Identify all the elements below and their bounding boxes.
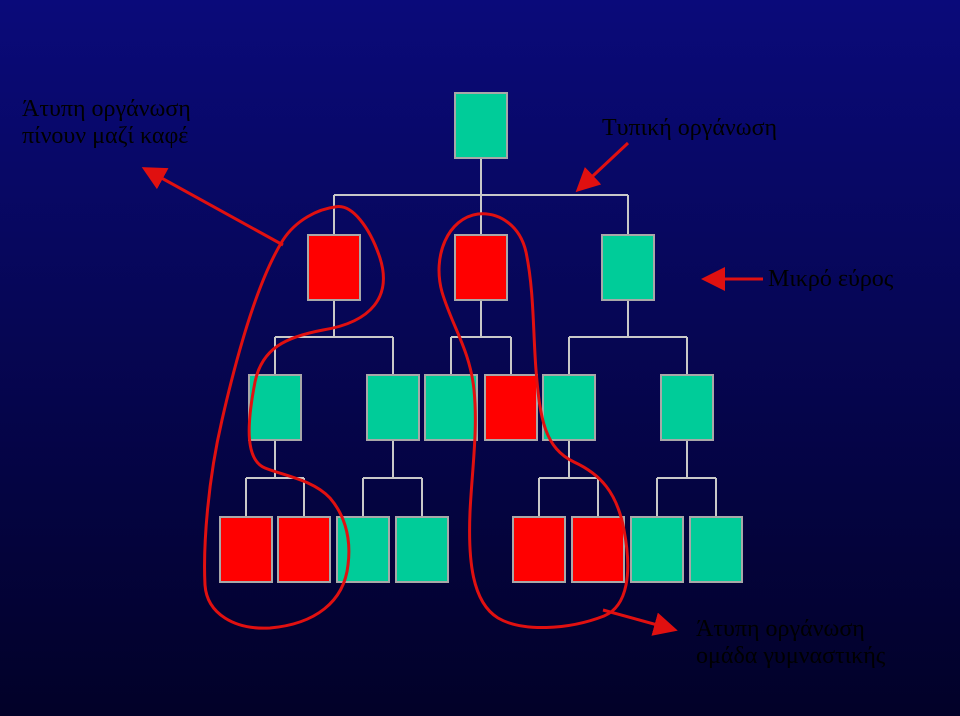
org-box-level4-1 — [219, 516, 273, 583]
org-boxes — [219, 92, 743, 583]
org-box-level4-4 — [395, 516, 449, 583]
arrow-formal — [575, 141, 630, 193]
informal-coffee-label-line1: Άτυπη οργάνωση — [22, 96, 191, 122]
org-box-level2-1 — [307, 234, 361, 301]
informal-gym-label: Άτυπη οργάνωση ομάδα γυμναστικής — [696, 616, 885, 670]
org-box-level1-1 — [454, 92, 508, 159]
org-box-level3-6 — [660, 374, 714, 441]
coffee-group-outline — [203, 205, 385, 630]
informal-groups — [203, 205, 630, 630]
org-box-level3-3 — [424, 374, 478, 441]
org-box-level3-1 — [248, 374, 302, 441]
org-box-level2-2 — [454, 234, 508, 301]
arrow-informal-coffee — [141, 167, 284, 247]
org-box-level3-5 — [542, 374, 596, 441]
annotation-arrows — [141, 141, 763, 636]
informal-gym-label-line1: Άτυπη οργάνωση — [696, 616, 865, 642]
org-box-level3-2 — [366, 374, 420, 441]
org-box-level4-8 — [689, 516, 743, 583]
org-box-level4-6 — [571, 516, 625, 583]
informal-gym-label-line2: ομάδα γυμναστικής — [696, 643, 886, 669]
informal-coffee-label: Άτυπη οργάνωση πίνουν μαζί καφέ — [22, 96, 191, 150]
org-box-level4-7 — [630, 516, 684, 583]
span-of-control-label: Μικρό εύρος — [768, 266, 894, 292]
org-box-level4-5 — [512, 516, 566, 583]
org-box-level3-4 — [484, 374, 538, 441]
org-box-level4-2 — [277, 516, 331, 583]
informal-coffee-label-line2: πίνουν μαζί καφέ — [22, 123, 189, 149]
org-box-level2-3 — [601, 234, 655, 301]
formal-organization-label: Τυπική οργάνωση — [602, 115, 778, 141]
gym-group-outline — [437, 212, 630, 630]
arrow-informal-gym — [602, 608, 678, 636]
